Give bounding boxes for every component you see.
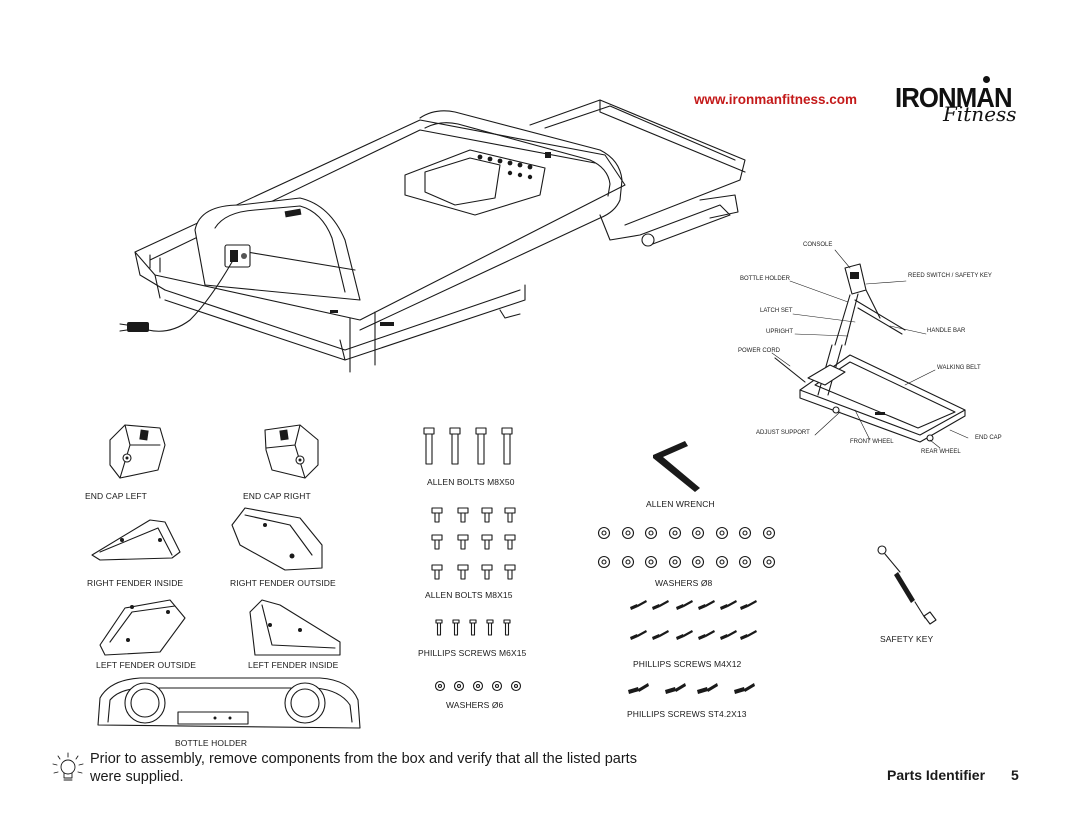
page-number: 5 xyxy=(1011,767,1019,783)
label-walking-belt: WALKING BELT xyxy=(937,365,981,371)
label-front-wheel: FRONT WHEEL xyxy=(850,439,894,445)
label-adjust-support: ADJUST SUPPORT xyxy=(756,430,810,436)
label-phillips-m6x15: PHILLIPS SCREWS M6X15 xyxy=(418,648,527,658)
label-end-cap-right: END CAP RIGHT xyxy=(243,491,311,501)
label-handle-bar: HANDLE BAR xyxy=(927,328,966,334)
end-cap-right-part xyxy=(264,424,319,479)
phillips-st42x13-group xyxy=(628,683,755,694)
section-title: Parts Identifier xyxy=(887,767,986,783)
label-console: CONSOLE xyxy=(803,242,833,248)
brand-script: Fitness xyxy=(943,102,1017,126)
label-left-fender-outside: LEFT FENDER OUTSIDE xyxy=(96,660,196,670)
assembly-note-line2: were supplied. xyxy=(90,769,184,785)
label-safety-key: SAFETY KEY xyxy=(880,634,934,644)
label-bottle-holder: BOTTLE HOLDER xyxy=(740,276,791,282)
allen-bolts-m8x50-group xyxy=(423,427,513,465)
label-end-cap-left: END CAP LEFT xyxy=(85,491,147,501)
label-rear-wheel: REAR WHEEL xyxy=(921,449,961,455)
right-fender-outside-part xyxy=(231,507,323,571)
bottle-holder-part xyxy=(97,677,361,729)
allen-bolts-m8x15-group xyxy=(431,507,516,580)
label-right-fender-inside: RIGHT FENDER INSIDE xyxy=(87,578,184,588)
safety-key-part xyxy=(877,545,937,625)
end-cap-left-part xyxy=(109,424,166,479)
brand-wordmark: IRONMAN xyxy=(895,82,1013,113)
label-left-fender-inside: LEFT FENDER INSIDE xyxy=(248,660,339,670)
treadmill-deck-outline xyxy=(119,99,746,373)
phillips-m4x12-group xyxy=(630,600,757,640)
lightbulb-icon xyxy=(52,752,84,781)
label-washers-8: WASHERS Ø8 xyxy=(655,578,713,588)
label-reed-switch: REED SWITCH / SAFETY KEY xyxy=(908,273,992,279)
label-washers-6: WASHERS Ø6 xyxy=(446,700,504,710)
left-fender-outside-part xyxy=(99,599,186,656)
label-phillips-st42x13: PHILLIPS SCREWS ST4.2X13 xyxy=(627,709,747,719)
washers-6-group xyxy=(434,680,522,692)
phillips-m6x15-group xyxy=(435,619,511,636)
website-url[interactable]: www.ironmanfitness.com xyxy=(694,92,858,107)
brand-logo: IRONMAN Fitness xyxy=(895,76,1035,128)
label-bottle-holder-part: BOTTLE HOLDER xyxy=(175,738,248,748)
label-right-fender-outside: RIGHT FENDER OUTSIDE xyxy=(230,578,336,588)
assembly-note-line1: Prior to assembly, remove components fro… xyxy=(90,751,637,767)
label-power-cord: POWER CORD xyxy=(738,348,780,354)
label-upright: UPRIGHT xyxy=(766,329,793,335)
left-fender-inside-part xyxy=(249,599,341,656)
brand-dot xyxy=(983,76,990,83)
allen-wrench-part xyxy=(653,441,700,492)
label-end-cap: END CAP xyxy=(975,435,1002,441)
label-allen-bolts-m8x15: ALLEN BOLTS M8X15 xyxy=(425,590,513,600)
label-allen-bolts-m8x50: ALLEN BOLTS M8X50 xyxy=(427,477,515,487)
label-phillips-m4x12: PHILLIPS SCREWS M4X12 xyxy=(633,659,742,669)
label-allen-wrench: ALLEN WRENCH xyxy=(646,499,715,509)
washers-8-group xyxy=(597,526,776,569)
label-latch-set: LATCH SET xyxy=(760,308,793,314)
right-fender-inside-part xyxy=(91,519,181,561)
